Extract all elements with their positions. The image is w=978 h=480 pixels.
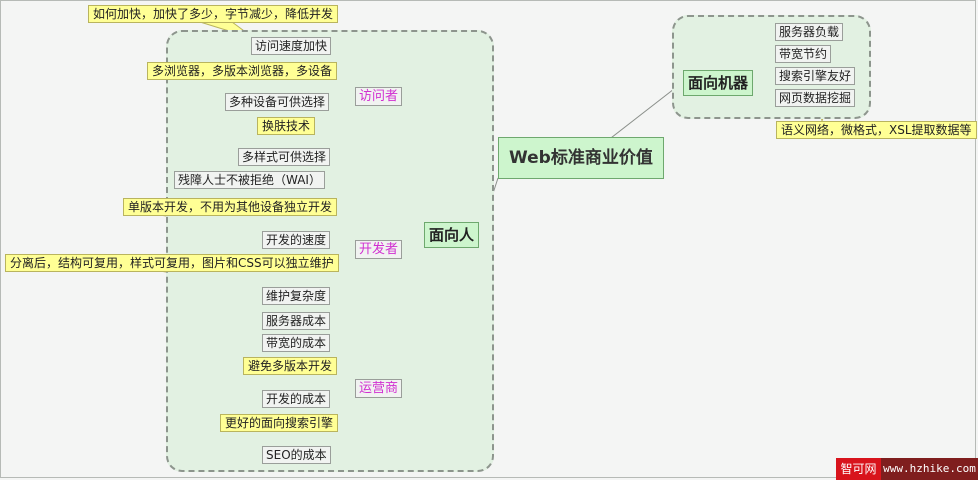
watermark-badge: 智可网 www.hzhike.com [836,458,978,480]
leaf-operator-seo[interactable]: SEO的成本 [262,446,331,464]
leaf-visitor-styles[interactable]: 多样式可供选择 [238,148,331,166]
note-developer-speed[interactable]: 单版本开发，不用为其他设备独立开发 [123,198,338,216]
leaf-visitor-devices[interactable]: 多种设备可供选择 [225,93,330,111]
watermark-brand: 智可网 [836,458,881,480]
topic-machine[interactable]: 面向机器 [683,70,754,96]
leaf-operator-bandwidth[interactable]: 带宽的成本 [262,334,331,352]
leaf-machine-load[interactable]: 服务器负载 [775,23,844,41]
group-developer[interactable]: 开发者 [355,240,403,259]
note-visitor-styles[interactable]: 换肤技术 [257,117,316,135]
note-visitor-speed[interactable]: 如何加快，加快了多少，字节减少，降低并发 [88,5,339,23]
group-visitor[interactable]: 访问者 [355,87,403,106]
leaf-visitor-wai[interactable]: 残障人士不被拒绝（WAI） [174,171,325,189]
topic-people[interactable]: 面向人 [424,222,480,248]
watermark-url: www.hzhike.com [881,458,978,480]
leaf-operator-dev[interactable]: 开发的成本 [262,390,331,408]
note-machine-mining[interactable]: 语义网络，微格式，XSL提取数据等 [776,121,977,139]
note-operator-dev[interactable]: 避免多版本开发 [243,357,338,375]
leaf-machine-bandwidth[interactable]: 带宽节约 [775,45,832,63]
leaf-machine-mining[interactable]: 网页数据挖掘 [775,89,856,107]
leaf-machine-seo[interactable]: 搜索引擎友好 [775,67,856,85]
leaf-developer-maintenance[interactable]: 维护复杂度 [262,287,331,305]
leaf-developer-speed[interactable]: 开发的速度 [262,231,331,249]
note-developer-maintenance[interactable]: 分离后，结构可复用，样式可复用，图片和CSS可以独立维护 [5,254,339,272]
note-visitor-devices[interactable]: 多浏览器，多版本浏览器，多设备 [147,62,338,80]
note-operator-seo[interactable]: 更好的面向搜索引擎 [220,414,339,432]
leaf-operator-server[interactable]: 服务器成本 [262,312,331,330]
leaf-visitor-speed[interactable]: 访问速度加快 [251,37,332,55]
root-topic[interactable]: Web标准商业价值 [498,137,664,179]
group-operator[interactable]: 运营商 [355,379,403,398]
